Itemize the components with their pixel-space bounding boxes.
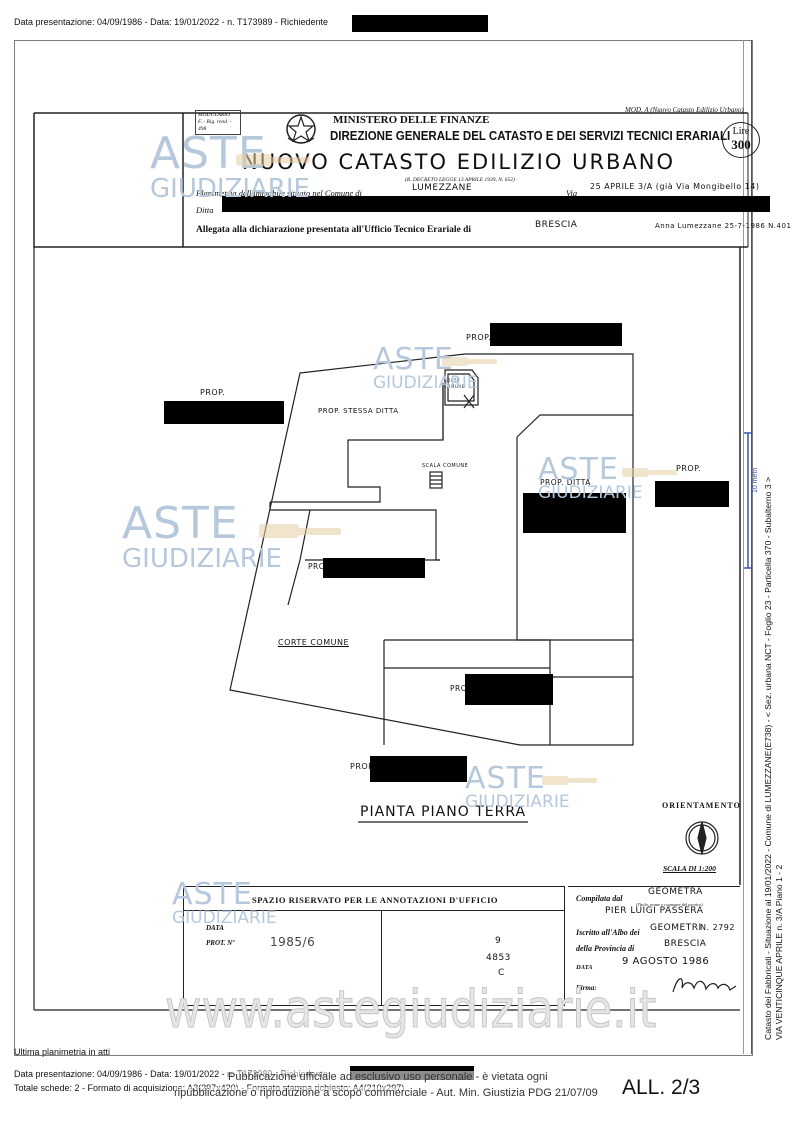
redaction-prop-right: [655, 481, 729, 507]
compilata-label: Compilata dal: [576, 894, 623, 903]
allegata-note-hand: Anna Lumezzane 25-7-1986 N.401: [655, 222, 792, 230]
iscritto-label: Iscritto all'Albo dei: [576, 928, 640, 937]
office-number-1: 9: [495, 936, 502, 946]
firma-label: Firma:: [576, 984, 597, 992]
compilata-title-hand: GEOMETRA: [648, 887, 703, 897]
office-header: SPAZIO RISERVATO PER LE ANNOTAZIONI D'UF…: [252, 895, 498, 905]
direzione-title: DIREZIONE GENERALE DEL CATASTO E DEI SER…: [330, 129, 731, 143]
label-prop-mid-left: PROP.: [308, 562, 332, 571]
ministry-name: MINISTERO DELLE FINANZE: [333, 114, 490, 126]
lire-stamp: Lire 300: [722, 122, 760, 158]
watermark-plan-top: ASTE GIUDIZIARIE: [373, 342, 478, 393]
mod-label: MOD. A (Nuovo Catasto Edilizio Urbano): [625, 106, 744, 114]
redaction-prop-bottom-right: [465, 674, 553, 705]
redaction-prop-left: [164, 401, 284, 424]
orientamento-label: ORIENTAMENTO: [662, 801, 741, 810]
label-scala-comune: SCALA COMUNE: [422, 463, 469, 469]
top-header-text: Data presentazione: 04/09/1986 - Data: 1…: [14, 17, 329, 27]
frame-inner-line: [743, 40, 744, 1054]
provincia-hand: BRESCIA: [664, 939, 707, 949]
ruler-label: 10 metri: [752, 467, 759, 493]
compilata-data-hand: 9 AGOSTO 1986: [622, 956, 710, 967]
label-prop-bottom-left: PROP.: [350, 762, 376, 771]
redaction-richiedente: [352, 15, 488, 32]
emblem-icon: [286, 114, 316, 144]
watermark-office: ASTE GIUDIZIARIE: [172, 877, 277, 928]
label-prop-ditta: PROP. DITTA: [540, 478, 591, 487]
allegato-label: ALL. 2/3: [622, 1076, 701, 1099]
office-box: [183, 886, 565, 1006]
redaction-prop-bottom-left: [370, 756, 467, 782]
office-number-3: C: [498, 968, 505, 978]
watermark-plan-left: ASTE GIUDIZIARIE: [122, 498, 282, 574]
via-label: Via: [566, 188, 578, 198]
gavel-icon: [622, 468, 677, 477]
albo-hand: GEOMETRI: [650, 923, 702, 933]
office-data-label: DATA: [206, 924, 224, 932]
label-prop-top: PROP.: [466, 333, 492, 342]
watermark-plan-bottom: ASTE GIUDIZIARIE: [465, 761, 570, 812]
footer-line-1: Data presentazione: 04/09/1986 - Data: 1…: [14, 1069, 329, 1079]
label-prop-stessa-ditta: PROP. STESSA DITTA: [318, 407, 399, 415]
pub-line-1: Pubblicazione ufficiale ad esclusivo uso…: [228, 1071, 548, 1083]
office-prot-hand: 1985/6: [270, 935, 316, 949]
planimetria-label: Planimetria dell'immobile situato nel Co…: [196, 188, 362, 198]
comune-hand: LUMEZZANE: [412, 183, 473, 193]
via-hand: 25 APRILE 3/A (già Via Mongibello 14): [590, 182, 760, 191]
site-watermark: www.astegiudiziarie.it: [165, 980, 657, 1041]
ditta-label: Ditta: [196, 205, 214, 215]
compilata-name-hand: PIER LUIGI PASSERA: [605, 906, 704, 916]
pub-line-2: ripubblicazione o riproduzione a scopo c…: [174, 1087, 598, 1099]
sheet-frame: [14, 40, 753, 1056]
label-corte-comune-small: CORTE COMUNE: [444, 378, 465, 389]
label-prop-left: PROP.: [200, 388, 226, 397]
plan-title-hand: PIANTA PIANO TERRA: [360, 804, 527, 820]
redaction-prop-ditta: [523, 493, 626, 533]
office-number-2: 4853: [486, 953, 511, 963]
gavel-icon: [236, 154, 310, 166]
redaction-ditta: [222, 196, 770, 212]
side-cadastral-text: Catasto dei Fabbricati - Situazione al 1…: [763, 476, 784, 1040]
albo-number: N. 2792: [700, 923, 735, 932]
office-column-divider: [381, 910, 382, 1005]
gavel-icon: [442, 357, 497, 366]
office-header-divider: [184, 910, 564, 911]
ufficio-hand: BRESCIA: [535, 220, 578, 230]
allegata-label: Allegata alla dichiarazione presentata a…: [196, 225, 472, 235]
provincia-label: della Provincia di: [576, 944, 635, 953]
gavel-icon: [542, 776, 597, 785]
compilata-top-line: [568, 886, 740, 887]
nceu-title: NUOVO CATASTO EDILIZIO URBANO: [242, 150, 676, 174]
scala-label: SCALA DI 1:200: [663, 864, 716, 873]
watermark-plan-right: ASTE GIUDIZIARIE: [538, 452, 643, 503]
office-prot-label: PROT. Nº: [206, 939, 235, 947]
label-prop-bottom-right: PROP.: [450, 684, 474, 693]
modulario-stamp: MODULARIO F. - Rig. rend. - 498: [195, 110, 241, 135]
compilata-data-label: DATA: [576, 964, 593, 971]
redaction-prop-top: [490, 323, 622, 346]
label-corte-comune: CORTE COMUNE: [278, 638, 350, 647]
compilata-subtitle: (Titolo, nome e cognome del tecnico): [636, 902, 703, 907]
decreto-label: (R. DECRETO LEGGE 13 APRILE 1939, N. 652…: [405, 177, 515, 183]
frame-outer-line: [751, 40, 752, 1054]
footer-ultima: Ultima planimetria in atti: [14, 1047, 111, 1057]
signature-image: [672, 978, 737, 993]
label-prop-right: PROP.: [676, 464, 702, 473]
watermark-header: ASTE GIUDIZIARIE: [150, 128, 310, 204]
gavel-icon: [259, 524, 341, 538]
compass-icon: [685, 821, 719, 855]
redaction-prop-mid-left: [323, 558, 425, 578]
